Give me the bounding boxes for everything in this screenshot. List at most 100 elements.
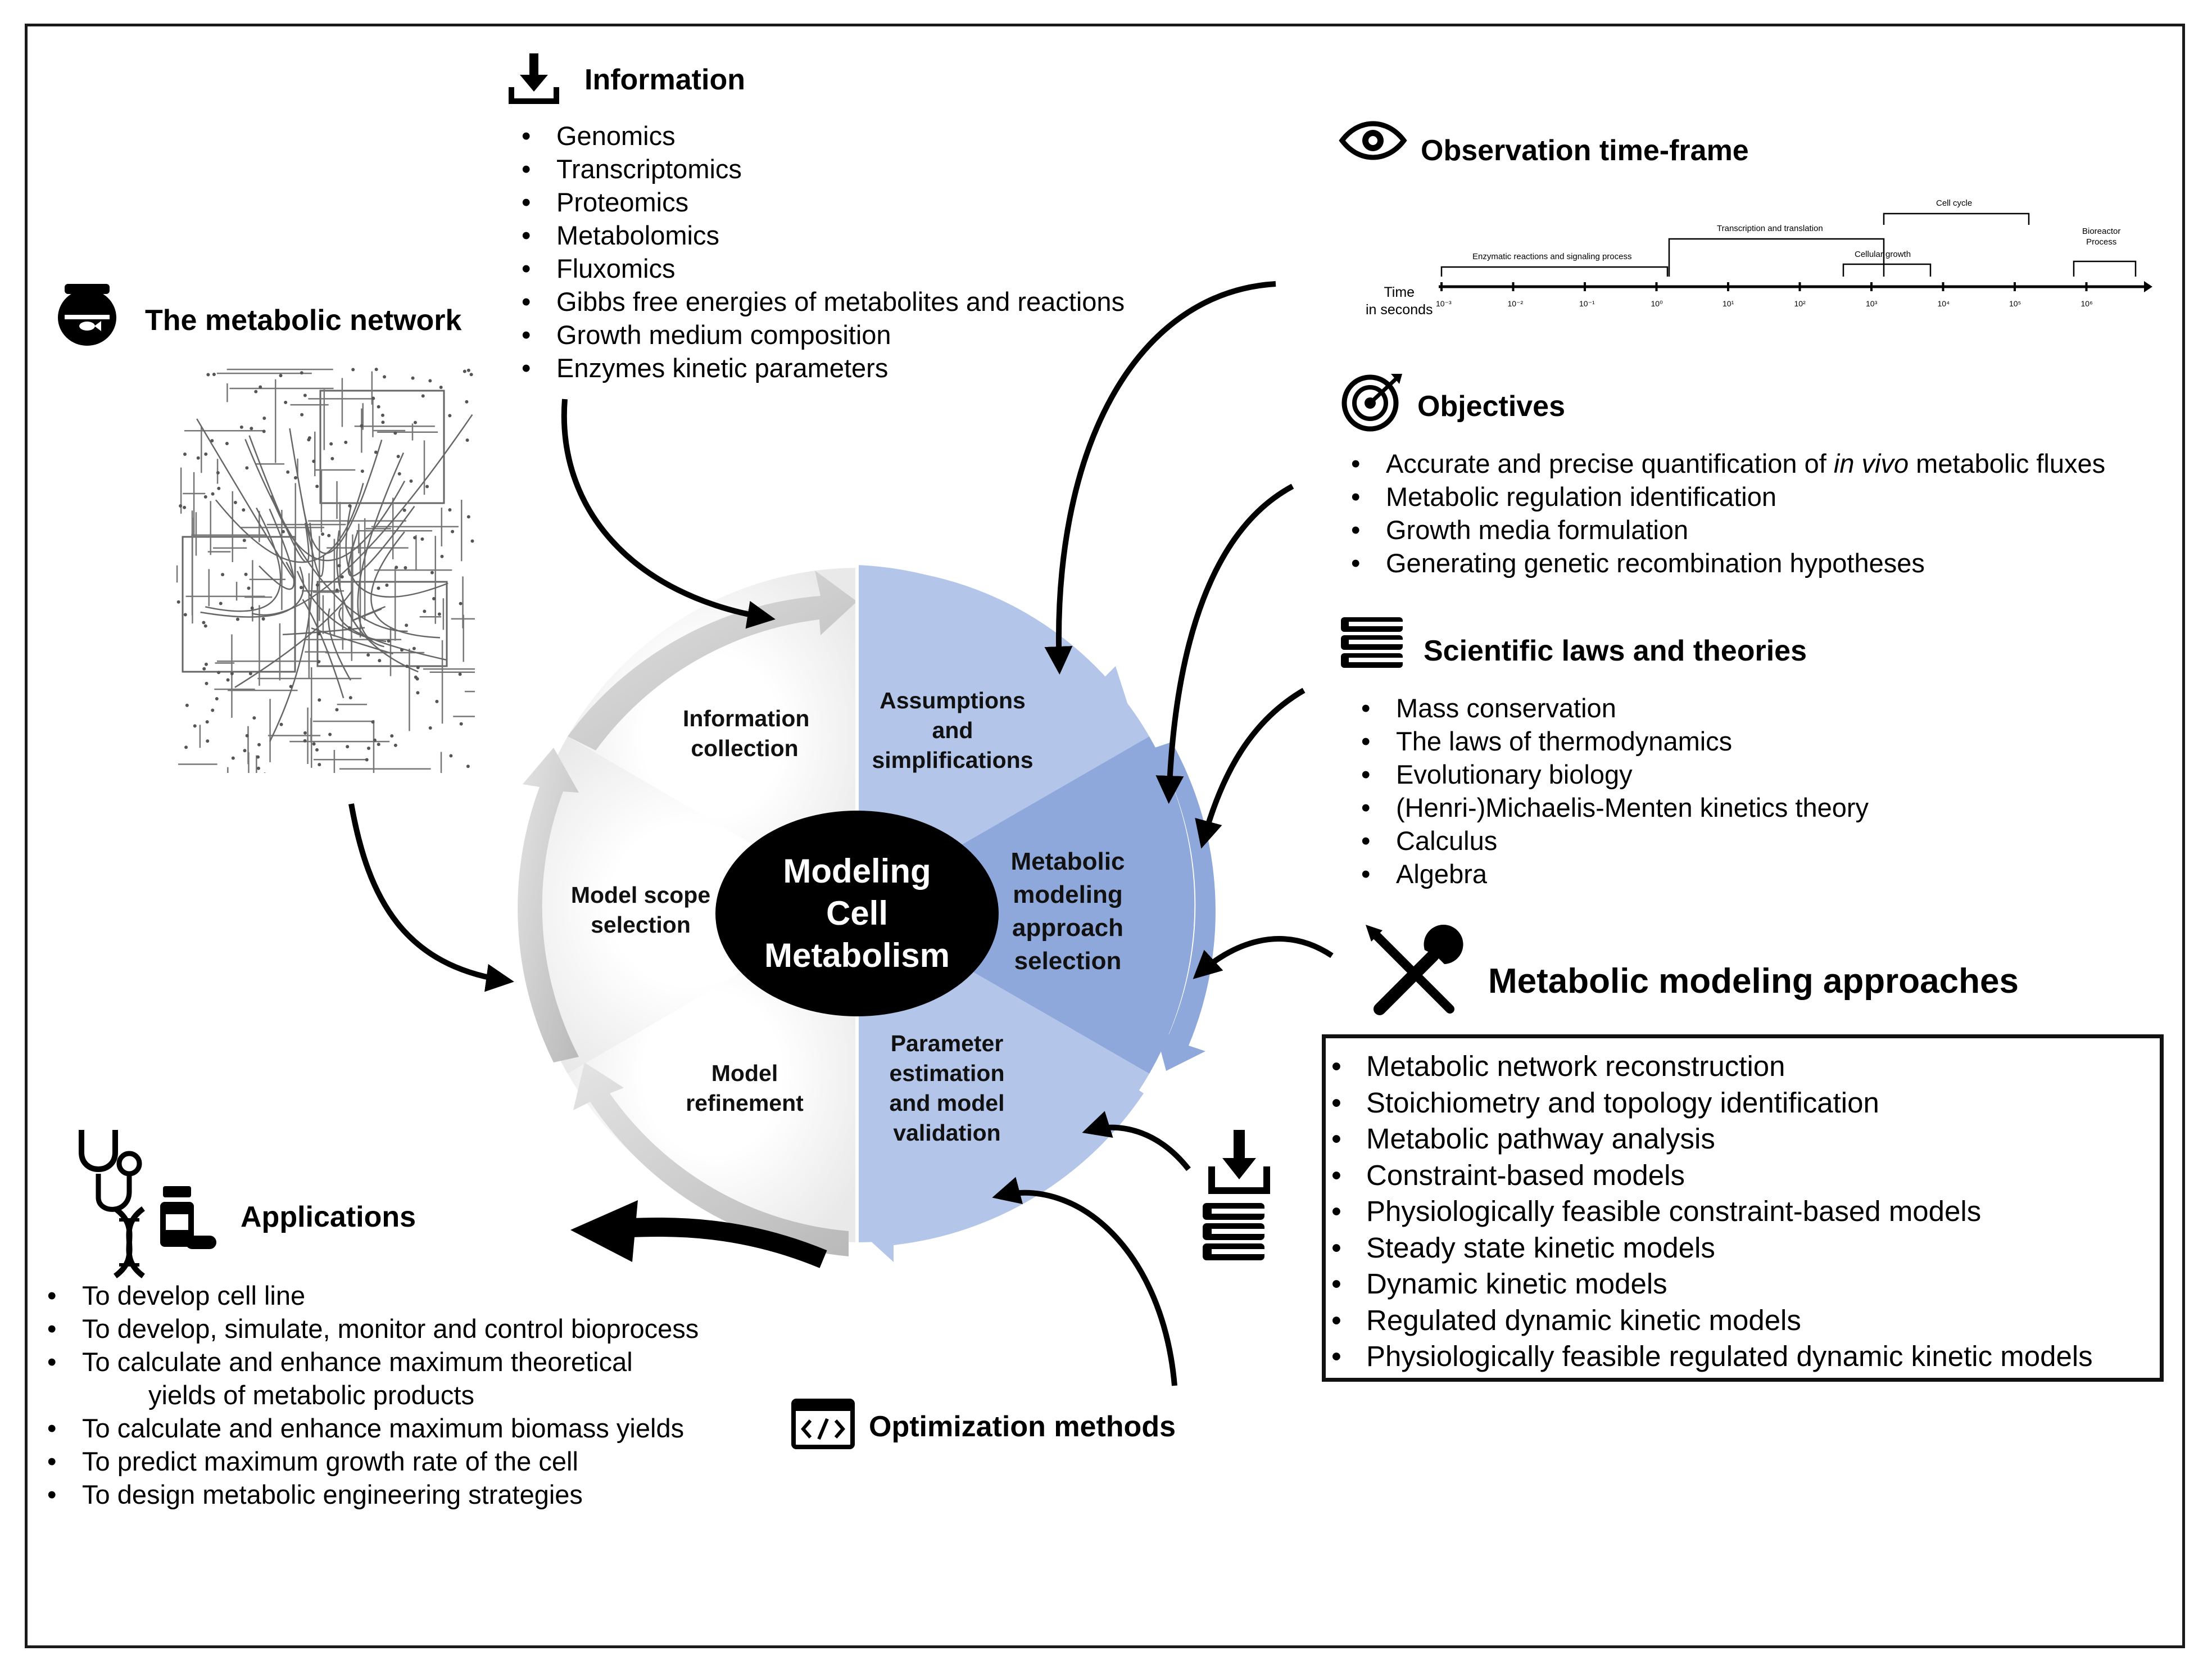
segment-line: approach — [1012, 914, 1124, 942]
segment-model-refinement: Model refinement — [677, 1059, 812, 1118]
blue-arrow-bottom — [863, 1082, 1144, 1262]
objective-item: Growth media formulation — [1351, 513, 2105, 546]
segment-line: and model — [889, 1090, 1005, 1116]
observation-title: Observation time-frame — [1421, 134, 1749, 167]
approach-item: Physiologically feasible constraint-base… — [1331, 1193, 2093, 1230]
process-cellular-growth: Cellular growth — [1855, 250, 1911, 259]
segment-line: refinement — [686, 1090, 804, 1116]
arrow-approaches — [1193, 936, 1334, 979]
information-item: Fluxomics — [522, 252, 1125, 285]
applications-arrow — [570, 1200, 827, 1268]
arrow-observation — [1044, 281, 1276, 675]
arrow-optimization — [992, 1177, 1177, 1386]
approach-item: Metabolic pathway analysis — [1331, 1121, 2093, 1157]
connector-arrows — [348, 281, 1334, 1386]
law-item: Calculus — [1361, 824, 1869, 857]
approaches-title: Metabolic modeling approaches — [1488, 962, 2019, 1001]
information-item: Genomics — [522, 119, 1125, 152]
approach-item: Constraint-based models — [1331, 1157, 2093, 1194]
books-icon — [1341, 617, 1403, 668]
blue-arrow-top — [857, 565, 1138, 736]
books-icon-small — [1203, 1203, 1264, 1260]
segment-line: modeling — [1013, 881, 1123, 908]
segment-line: simplifications — [872, 747, 1034, 773]
information-item: Growth medium composition — [522, 318, 1125, 351]
timeline-tick-label: 10⁴ — [1937, 299, 1950, 308]
center-line: Cell — [826, 894, 889, 932]
segment-line: Model — [711, 1060, 778, 1086]
approaches-box: Metabolic network reconstructionStoichio… — [1322, 1034, 2164, 1382]
segment-line: selection — [1014, 947, 1122, 975]
timeline-tick-label: 10⁵ — [2009, 299, 2021, 308]
stethoscope-icon — [79, 1130, 142, 1212]
gray-arrow-bottom — [573, 1062, 849, 1256]
application-item-continuation: yields of metabolic products — [148, 1380, 474, 1410]
information-item: Proteomics — [522, 186, 1125, 219]
timeline-tick-label: 10¹ — [1723, 299, 1734, 308]
objective-emphasis: in vivo — [1833, 449, 1909, 478]
law-item: Evolutionary biology — [1361, 758, 1869, 791]
timeline-tick-label: 10² — [1794, 299, 1806, 308]
sector-model-scope — [522, 736, 857, 1074]
center-ellipse — [715, 811, 999, 1016]
laws-title: Scientific laws and theories — [1424, 635, 1807, 667]
time-label-line2: in seconds — [1366, 302, 1433, 318]
dna-icon — [113, 1206, 146, 1279]
arrow-info-laws — [1082, 1111, 1191, 1172]
application-item: To develop cell line — [47, 1279, 699, 1312]
segment-assumptions: Assumptions and simplifications — [868, 686, 1037, 775]
timeline-time-label: Time in seconds — [1366, 284, 1433, 319]
segment-line: and — [932, 717, 973, 743]
segment-line: validation — [893, 1120, 1001, 1146]
approach-item: Stoichiometry and topology identificatio… — [1331, 1085, 2093, 1121]
arrow-information — [561, 399, 776, 629]
application-item: To calculate and enhance maximum theoret… — [47, 1345, 699, 1378]
tools-icon — [1366, 925, 1463, 1015]
applications-list: To develop cell lineTo develop, simulate… — [47, 1279, 699, 1511]
arrow-objectives — [1155, 483, 1294, 804]
timeline-tick-label: 10⁻³ — [1436, 299, 1452, 308]
segment-line: Parameter — [890, 1030, 1004, 1056]
segment-approach-selection: Metabolic modeling approach selection — [1000, 845, 1135, 978]
applications-title: Applications — [241, 1201, 416, 1233]
bioreactor-line1: Bioreactor — [2082, 227, 2121, 236]
process-bioreactor: Bioreactor Process — [2082, 226, 2120, 247]
segment-line: Information — [683, 705, 810, 731]
approach-item: Physiologically feasible regulated dynam… — [1331, 1338, 2093, 1375]
objective-item: Metabolic regulation identification — [1351, 480, 2105, 513]
law-item: Algebra — [1361, 857, 1869, 890]
objectives-title: Objectives — [1417, 390, 1566, 423]
arrow-network — [348, 803, 514, 992]
target-icon — [1341, 374, 1402, 432]
timeline-tick-label: 10⁰ — [1651, 299, 1663, 308]
code-window-icon — [791, 1399, 855, 1449]
figure-frame — [25, 24, 2185, 1648]
information-item: Gibbs free energies of metabolites and r… — [522, 285, 1125, 318]
center-line: Modeling — [783, 852, 931, 890]
process-enzymatic: Enzymatic reactions and signaling proces… — [1472, 252, 1632, 261]
center-line: Metabolism — [764, 937, 950, 974]
sector-information-collection — [568, 568, 857, 905]
process-cell-cycle: Cell cycle — [1936, 198, 1973, 208]
segment-line: estimation — [889, 1060, 1005, 1086]
information-list: GenomicsTranscriptomicsProteomicsMetabol… — [522, 119, 1125, 385]
arrow-laws — [1195, 688, 1306, 849]
pill-bottle-icon — [160, 1186, 216, 1249]
approach-item: Dynamic kinetic models — [1331, 1266, 2093, 1302]
segment-parameter-estimation: Parameter estimation and model validatio… — [880, 1029, 1014, 1148]
metabolic-network-title: The metabolic network — [145, 304, 462, 337]
approach-item: Regulated dynamic kinetic models — [1331, 1302, 2093, 1339]
timeline-tick-label: 10⁻¹ — [1579, 299, 1595, 308]
information-item: Metabolomics — [522, 219, 1125, 252]
segment-line: Model scope — [570, 882, 711, 908]
application-item: To calculate and enhance maximum biomass… — [47, 1412, 699, 1445]
gray-arrow-top — [568, 571, 857, 750]
segment-line: Metabolic — [1010, 848, 1125, 875]
information-title: Information — [584, 64, 745, 96]
law-item: (Henri-)Michaelis-Menten kinetics theory — [1361, 791, 1869, 824]
law-item: Mass conservation — [1361, 691, 1869, 725]
sector-approach-selection — [857, 736, 1195, 1074]
approach-item: Metabolic network reconstruction — [1331, 1048, 2093, 1085]
objective-text: Accurate and precise quantification of — [1386, 449, 1834, 478]
